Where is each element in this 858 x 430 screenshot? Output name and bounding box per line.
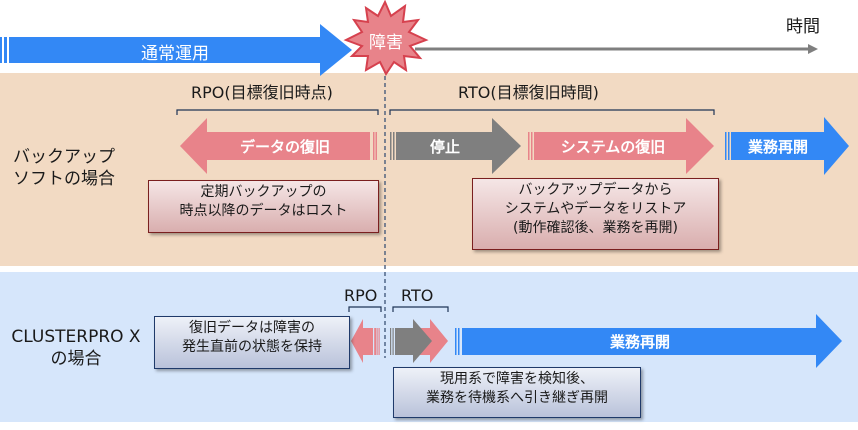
rpo-label: RPO(目標復旧時点) bbox=[191, 83, 333, 102]
system-recovery-label: システムの復旧 bbox=[560, 138, 666, 156]
normal-operation-label: 通常運用 bbox=[141, 44, 209, 64]
rto-bracket bbox=[389, 109, 715, 115]
backup-restore-note: バックアップデータから システムやデータをリストア (動作確認後、業務を再開) bbox=[472, 178, 719, 250]
note-line: バックアップデータから bbox=[518, 182, 673, 198]
backup-row-label-line1: バックアップ bbox=[13, 147, 115, 167]
time-axis-label: 時間 bbox=[786, 17, 820, 37]
business-resume-label-cluster: 業務再開 bbox=[609, 333, 670, 351]
data-recovery-label: データの復旧 bbox=[239, 138, 330, 156]
note-line: 時点以降のデータはロスト bbox=[179, 203, 348, 219]
rpo-bracket bbox=[176, 109, 379, 115]
cluster-failover-arrow bbox=[390, 319, 448, 363]
time-axis-arrow bbox=[415, 44, 818, 54]
note-line: システムやデータをリストア bbox=[504, 201, 687, 217]
backup-row-label: バックアップ ソフトの場合 bbox=[0, 146, 128, 190]
cluster-rto-bracket bbox=[392, 306, 449, 312]
failure-label: 障害 bbox=[369, 33, 403, 53]
note-line: 復旧データは障害の bbox=[189, 320, 315, 336]
normal-operation-arrow bbox=[0, 24, 352, 76]
cluster-row-label-line1: CLUSTERPRO X bbox=[11, 327, 141, 347]
system-recovery-arrow bbox=[528, 118, 714, 174]
cluster-rto-label: RTO bbox=[401, 286, 434, 305]
business-resume-arrow-backup bbox=[725, 117, 849, 175]
note-line: (動作確認後、業務を再開) bbox=[513, 220, 678, 236]
note-line: 発生直前の状態を保持 bbox=[182, 339, 322, 355]
cluster-failover-note: 現用系で障害を検知後、 業務を待機系へ引き継ぎ再開 bbox=[393, 367, 641, 418]
failure-burst-icon bbox=[343, 0, 429, 76]
cluster-data-recovery-arrow bbox=[351, 319, 380, 363]
stop-arrow bbox=[390, 118, 521, 174]
backup-data-loss-note: 定期バックアップの 時点以降のデータはロスト bbox=[148, 180, 379, 233]
rto-label: RTO(目標復旧時間) bbox=[458, 83, 599, 102]
cluster-row-label-line2: の場合 bbox=[50, 349, 102, 369]
cluster-rpo-bracket bbox=[348, 306, 382, 312]
cluster-rpo-label: RPO bbox=[344, 286, 378, 305]
stop-label: 停止 bbox=[429, 138, 460, 156]
note-line: 定期バックアップの bbox=[200, 184, 327, 200]
note-line: 業務を待機系へ引き継ぎ再開 bbox=[426, 390, 608, 406]
note-line: 現用系で障害を検知後、 bbox=[440, 371, 594, 387]
business-resume-label-backup: 業務再開 bbox=[747, 138, 808, 156]
backup-row-label-line2: ソフトの場合 bbox=[13, 169, 115, 189]
business-resume-arrow-cluster bbox=[455, 314, 842, 368]
data-recovery-arrow bbox=[180, 118, 377, 174]
cluster-data-preserved-note: 復旧データは障害の 発生直前の状態を保持 bbox=[154, 316, 350, 369]
cluster-row-label: CLUSTERPRO X の場合 bbox=[0, 326, 152, 370]
